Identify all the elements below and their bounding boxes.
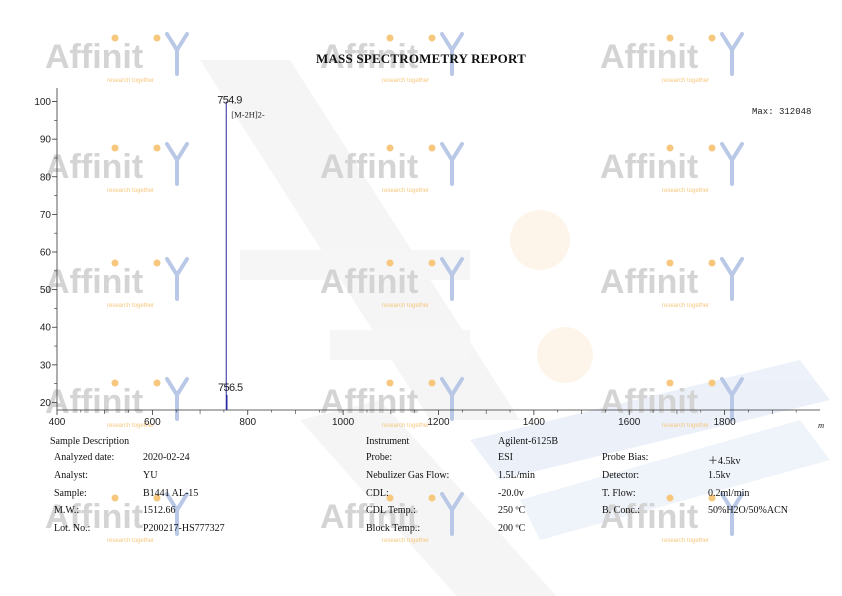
instrument-field-value: 0.2ml/min xyxy=(708,487,750,499)
instrument-field-label: Probe Bias: xyxy=(602,452,649,463)
instrument-field-value: ESI xyxy=(498,452,513,463)
watermark-tagline: research together xyxy=(382,538,429,544)
instrument-field-value: -20.0v xyxy=(498,487,524,499)
sample-field-value: P200217-HS777327 xyxy=(143,523,225,535)
sample-field-value: 2020-02-24 xyxy=(143,452,190,463)
x-unit-label: m xyxy=(818,420,824,430)
y-tick-label: 70 xyxy=(40,210,52,221)
instrument-field-label: CDL: xyxy=(366,487,389,499)
x-tick-label: 400 xyxy=(49,417,66,428)
instrument-field-label: Detector: xyxy=(602,469,640,481)
y-tick-label: 20 xyxy=(40,398,52,409)
x-tick-label: 1600 xyxy=(618,417,641,428)
instrument-field-value: ＋4.5kv xyxy=(708,456,741,467)
instrument-field-value: 1.5kv xyxy=(708,469,731,481)
x-tick-label: 1200 xyxy=(427,417,450,428)
watermark-dot xyxy=(666,494,674,502)
sample-field-value: B1441 AL-15 xyxy=(143,487,199,499)
x-tick-label: 800 xyxy=(239,417,256,428)
sample-field-label: Lot. No.: xyxy=(54,523,91,535)
report-title: MASS SPECTROMETRY REPORT xyxy=(316,51,526,66)
watermark-brand: Affinit xyxy=(600,498,698,536)
sample-field-value: YU xyxy=(143,469,158,481)
instrument-field-label: T. Flow: xyxy=(602,487,636,499)
watermark-dot xyxy=(428,494,436,502)
instrument-heading: Instrument xyxy=(366,436,410,447)
spectrum-chart: 20 30 40 50 60 70 80 90 100 400 600 800 1000 1200 1400… xyxy=(34,88,824,430)
sample-field-label: M.W.: xyxy=(54,505,80,517)
instrument-field-value: 250 ºC xyxy=(498,505,526,517)
x-tick-label: 600 xyxy=(144,417,161,428)
antibody-icon xyxy=(440,492,464,536)
instrument-field-value: 1.5L/min xyxy=(498,469,535,481)
peak-label: 754.9 xyxy=(217,95,242,107)
instrument-field-label: Block Temp.: xyxy=(366,523,421,535)
peak-label: 756.5 xyxy=(218,382,243,394)
y-tick-label: 50 xyxy=(40,285,52,296)
instrument-field-label: Probe: xyxy=(366,452,393,463)
sample-field-label: Analyzed date: xyxy=(54,452,115,463)
y-tick-label: 40 xyxy=(40,323,52,334)
instrument-field-label: B. Conc.: xyxy=(602,505,641,517)
y-tick-label: 30 xyxy=(40,360,52,371)
instrument-field-label: Nebulizer Gas Flow: xyxy=(366,469,450,481)
peak-annotation: [M-2H]2- xyxy=(231,110,265,120)
instrument-name: Agilent-6125B xyxy=(498,436,558,447)
sample-field-label: Analyst: xyxy=(54,469,88,481)
y-tick-label: 80 xyxy=(40,172,52,183)
x-tick-label: 1400 xyxy=(523,417,546,428)
x-tick-label: 1000 xyxy=(332,417,355,428)
instrument-field-value: 50%H2O/50%ACN xyxy=(708,505,788,517)
watermark-logo: Affinit research together xyxy=(600,492,744,544)
watermark-tagline: research together xyxy=(107,538,154,544)
sample-field-label: Sample: xyxy=(54,487,87,499)
chart-axes: 20 30 40 50 60 70 80 90 100 400 600 800 1000 1200 1400… xyxy=(34,88,820,428)
max-intensity-label: Max: 312048 xyxy=(752,107,811,117)
x-tick-label: 1800 xyxy=(714,417,737,428)
instrument-field-value: 200 ºC xyxy=(498,523,526,535)
chart-peaks: 754.9 [M-2H]2- 756.5 xyxy=(217,95,265,410)
sample-field-value: 1512.66 xyxy=(143,505,176,517)
instrument-field-label: CDL Temp.: xyxy=(366,505,416,517)
sample-heading: Sample Description xyxy=(50,436,130,447)
y-tick-label: 100 xyxy=(34,97,51,108)
y-tick-label: 90 xyxy=(40,135,52,146)
watermark-dot xyxy=(111,494,119,502)
y-tick-label: 60 xyxy=(40,248,52,259)
watermark-tagline: research together xyxy=(662,538,709,544)
